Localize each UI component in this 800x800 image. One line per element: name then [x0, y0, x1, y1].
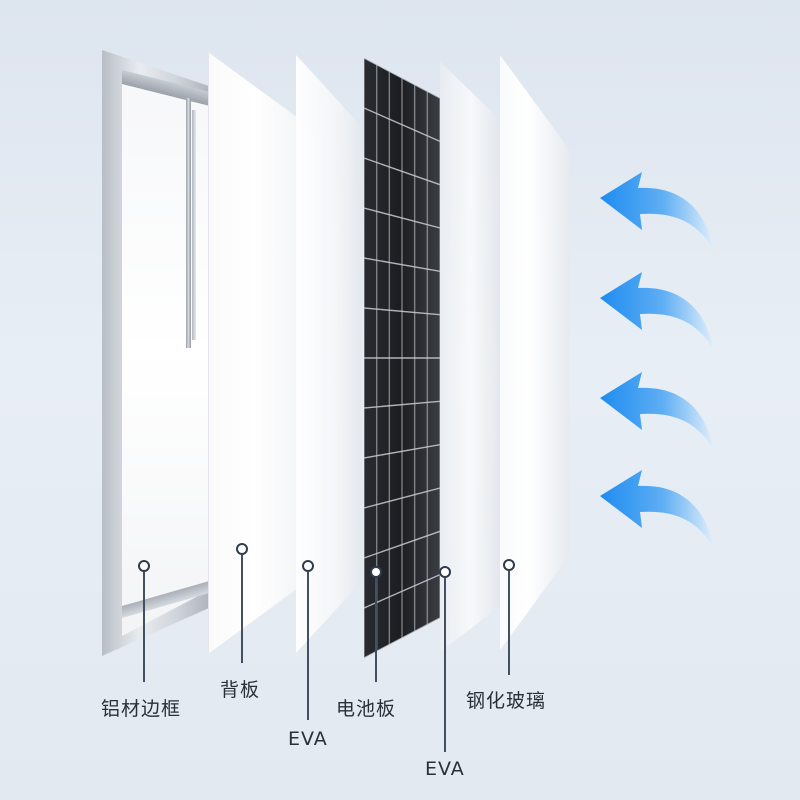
callout-dot-frame	[138, 560, 150, 572]
cell-grid-row-line	[364, 530, 440, 559]
cell-grid-row-line	[364, 487, 440, 509]
eva-film-front	[440, 62, 502, 652]
label-aluminum-frame: 铝材边框	[101, 698, 182, 720]
cell-grid-row-line	[364, 207, 440, 229]
callout-line-eva-back	[307, 572, 309, 720]
cell-grid-row-line	[364, 307, 440, 316]
callout-line-cells	[375, 578, 377, 682]
callout-line-eva-front	[444, 578, 446, 752]
solar-cell-panel	[364, 58, 440, 658]
cell-grid-row-line	[364, 107, 440, 142]
callout-line-glass	[508, 571, 510, 675]
cell-grid-row-line	[364, 257, 440, 273]
label-eva-front: EVA	[425, 758, 465, 780]
callout-line-backsheet	[241, 555, 243, 663]
tempered-glass	[500, 55, 570, 650]
callout-dot-eva-front	[439, 566, 451, 578]
callout-dot-eva-back	[302, 560, 314, 572]
label-eva-back: EVA	[288, 728, 328, 750]
label-back-sheet: 背板	[220, 679, 261, 701]
callout-dot-cells	[370, 566, 382, 578]
cell-grid-row-line	[364, 574, 440, 609]
cell-grid-row-line	[364, 157, 440, 186]
aluminum-frame-post	[186, 98, 191, 348]
aluminum-frame-post-shadow	[192, 110, 196, 340]
callout-line-frame	[143, 572, 145, 682]
cell-grid-row-line	[364, 400, 440, 409]
callout-dot-backsheet	[236, 543, 248, 555]
curved-arrow-left-icon	[600, 172, 714, 250]
label-solar-cells: 电池板	[336, 698, 397, 720]
cell-grid-row-line	[364, 443, 440, 459]
callout-dot-glass	[503, 559, 515, 571]
curved-arrow-left-icon	[600, 470, 714, 548]
curved-arrow-left-icon	[600, 272, 714, 350]
label-tempered-glass: 钢化玻璃	[466, 690, 547, 712]
eva-film-back	[296, 55, 362, 653]
curved-arrow-left-icon	[600, 372, 714, 450]
